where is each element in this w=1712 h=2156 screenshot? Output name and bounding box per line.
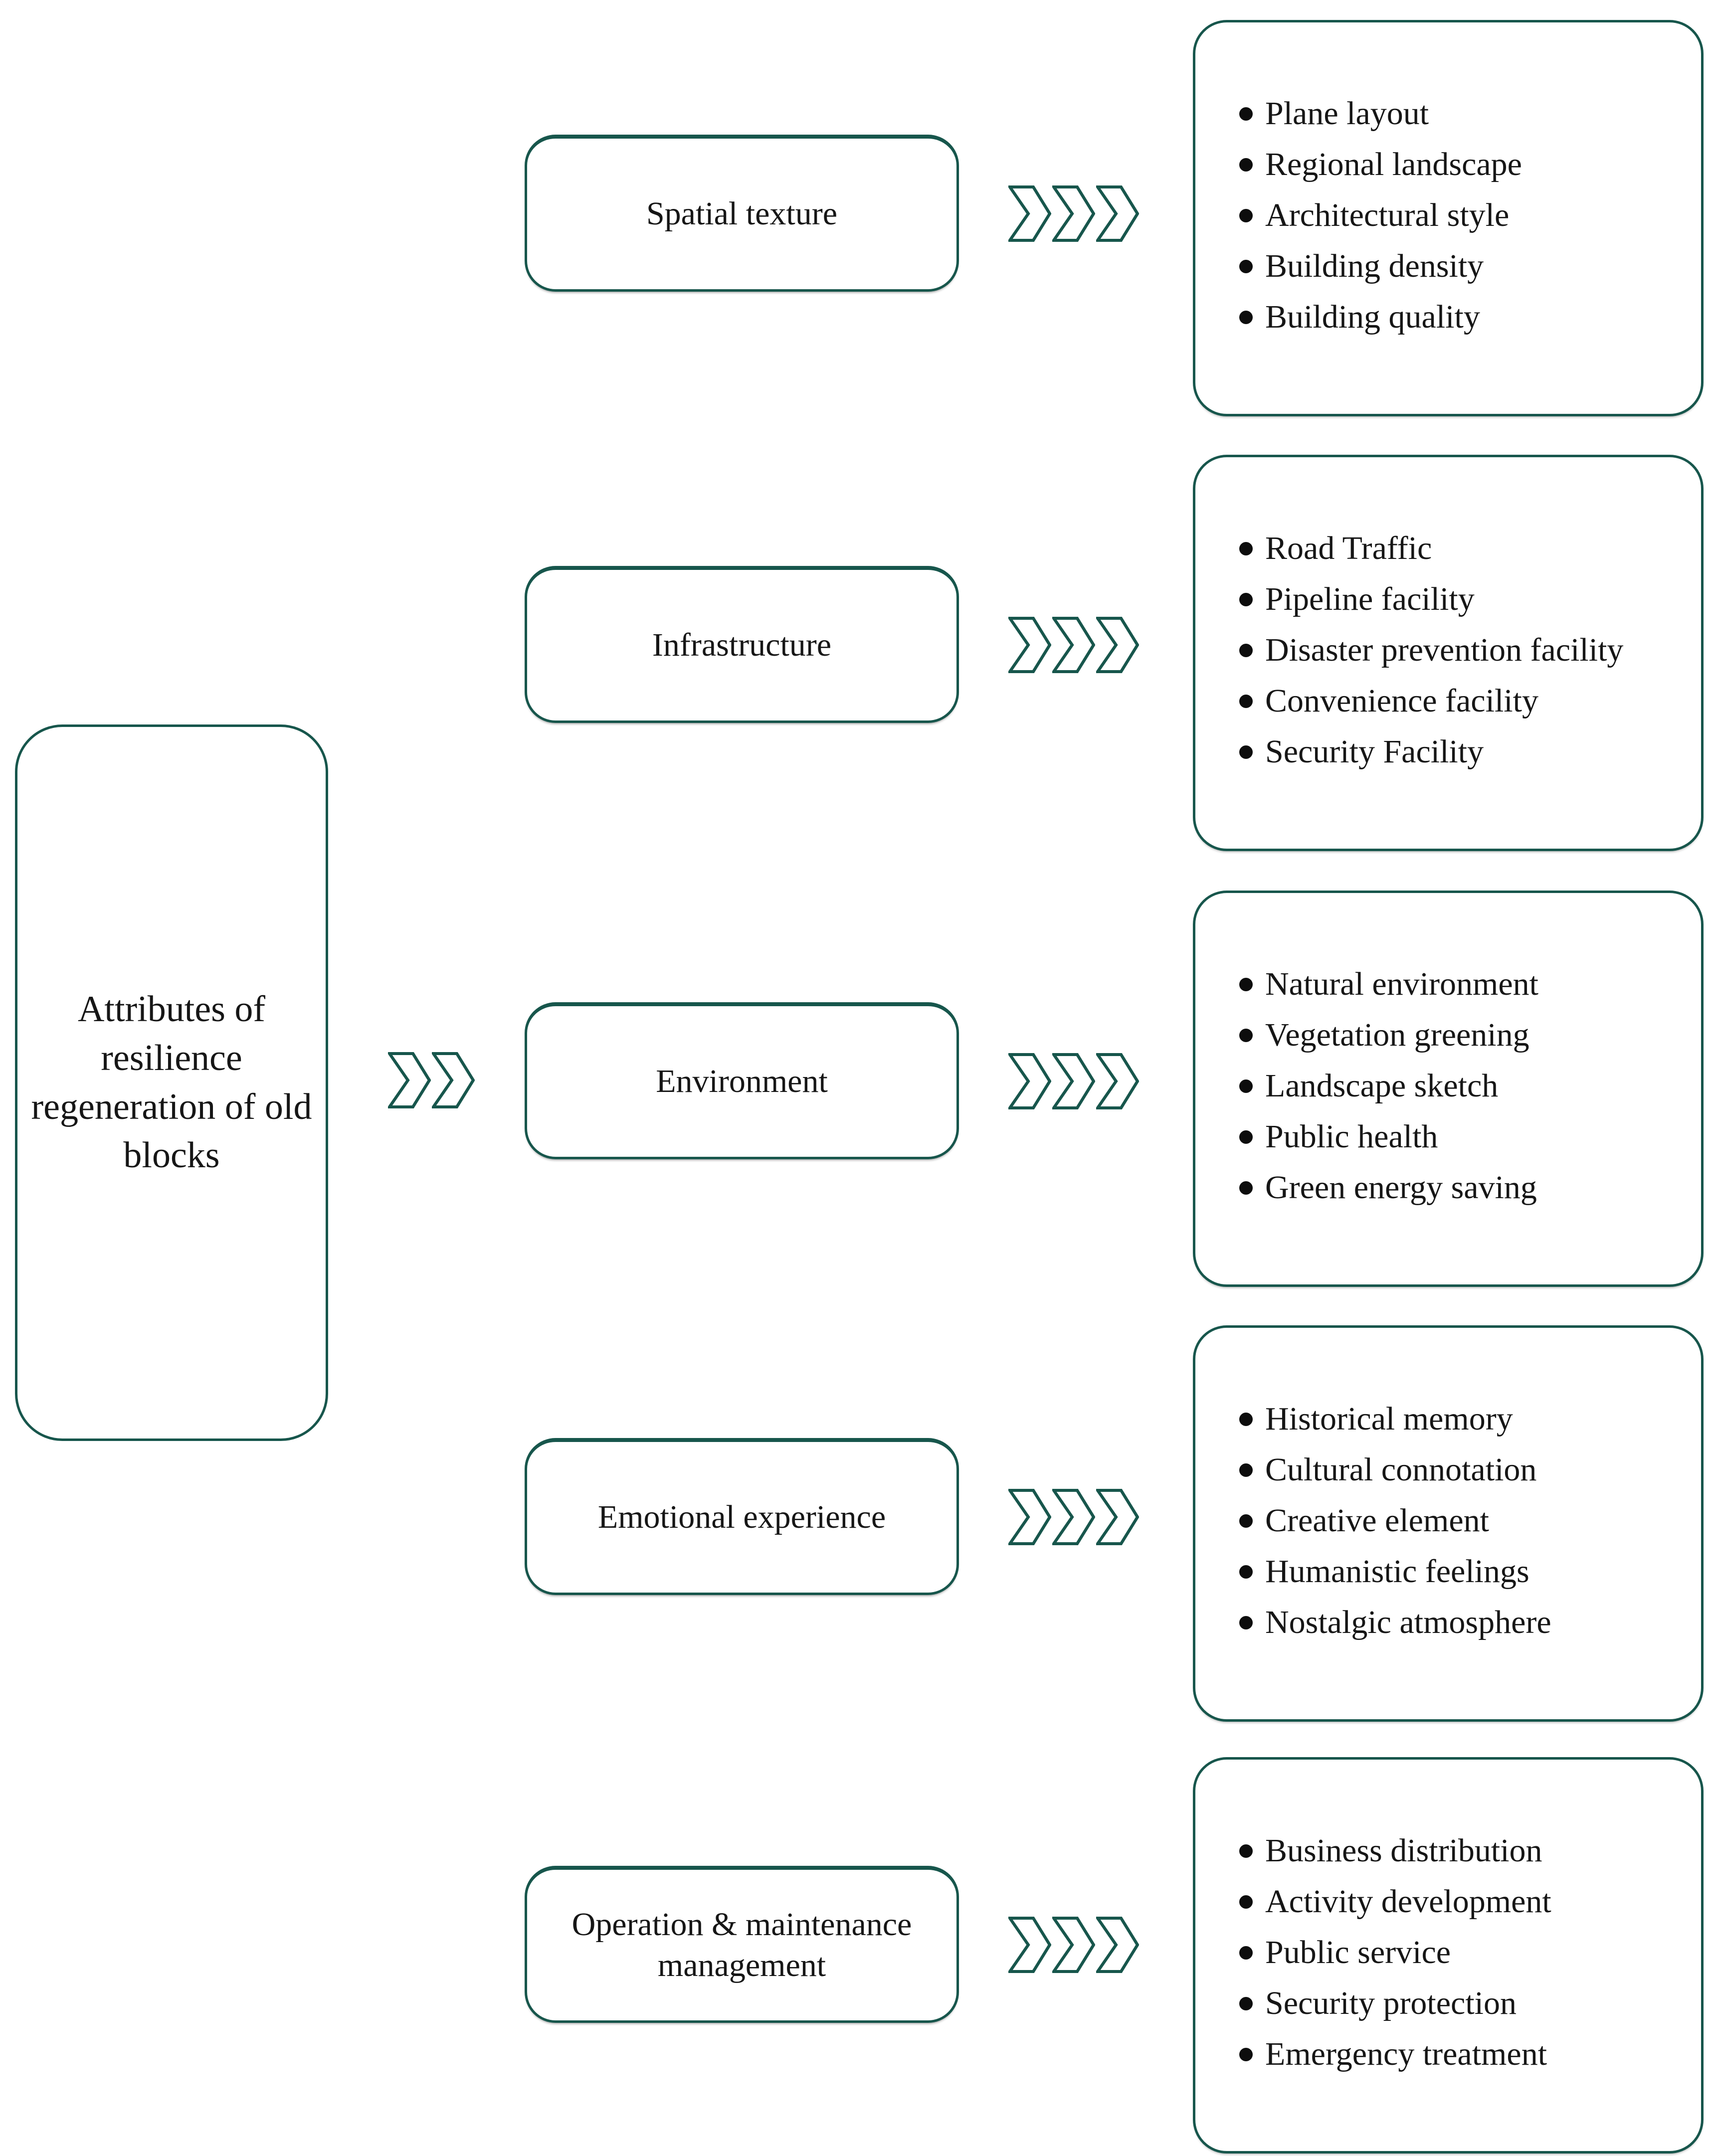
chevron-right-icon <box>1052 1488 1095 1545</box>
bullet-icon <box>1239 592 1253 606</box>
list-item: Plane layout <box>1239 88 1522 139</box>
bullet-icon <box>1239 745 1253 759</box>
chevron-right-icon <box>1096 1916 1139 1973</box>
list-item: Vegetation greening <box>1239 1010 1538 1061</box>
chevron-right-icon <box>1008 1053 1051 1109</box>
chevron-right-icon <box>1052 185 1095 242</box>
category-box-emotional-experience: Emotional experience <box>525 1438 959 1595</box>
category-label: Environment <box>656 1063 828 1099</box>
category-box-environment: Environment <box>525 1002 959 1159</box>
bullet-icon <box>1239 1130 1253 1144</box>
bullet-icon <box>1239 1412 1253 1426</box>
category-label: Emotional experience <box>597 1498 886 1535</box>
bullet-icon <box>1239 1079 1253 1093</box>
bullet-icon <box>1239 1565 1253 1579</box>
list-item: Public service <box>1239 1927 1551 1978</box>
list-item: Road Traffic <box>1239 523 1623 574</box>
list-item: Convenience facility <box>1239 676 1623 726</box>
bullet-icon <box>1239 1946 1253 1960</box>
bullet-icon <box>1239 643 1253 657</box>
list-item: Nostalgic atmosphere <box>1239 1597 1551 1648</box>
bullet-icon <box>1239 259 1253 273</box>
list-item: Historical memory <box>1239 1394 1551 1444</box>
list-item: Architectural style <box>1239 190 1522 241</box>
list-item: Activity development <box>1239 1876 1551 1927</box>
chevron-right-icon <box>1008 616 1051 673</box>
chevron-right-icon <box>1096 1053 1139 1109</box>
bullet-icon <box>1239 541 1253 555</box>
bullet-icon <box>1239 1895 1253 1909</box>
list-item: Landscape sketch <box>1239 1061 1538 1111</box>
bullet-icon <box>1239 1463 1253 1477</box>
category-chevron-group <box>1008 616 1139 673</box>
list-item: Regional landscape <box>1239 139 1522 190</box>
list-item: Green energy saving <box>1239 1162 1538 1213</box>
root-chevron-group <box>388 1052 475 1108</box>
category-box-spatial-texture: Spatial texture <box>525 135 959 292</box>
chevron-right-icon <box>1052 616 1095 673</box>
bullet-icon <box>1239 977 1253 991</box>
category-label: Operation & maintenance management <box>571 1906 912 1984</box>
chevron-right-icon <box>1052 1916 1095 1973</box>
bullet-icon <box>1239 694 1253 708</box>
list-item: Creative element <box>1239 1495 1551 1546</box>
list-item: Security Facility <box>1239 726 1623 777</box>
bullet-icon <box>1239 2047 1253 2061</box>
chevron-right-icon <box>1052 1053 1095 1109</box>
category-chevron-group <box>1008 1488 1139 1545</box>
list-item: Public health <box>1239 1111 1538 1162</box>
root-attributes-title: Attributes of resilience regeneration of… <box>31 989 312 1176</box>
bullet-icon <box>1239 1028 1253 1042</box>
chevron-right-icon <box>1008 1916 1051 1973</box>
list-item: Humanistic feelings <box>1239 1546 1551 1597</box>
category-label: Spatial texture <box>646 195 838 232</box>
list-item: Security protection <box>1239 1978 1551 2029</box>
list-item: Business distribution <box>1239 1825 1551 1876</box>
category-chevron-group <box>1008 1053 1139 1109</box>
chevron-right-icon <box>1008 185 1051 242</box>
chevron-right-icon <box>1008 1488 1051 1545</box>
category-chevron-group <box>1008 1916 1139 1973</box>
category-box-infrastructure: Infrastructure <box>525 566 959 723</box>
list-item: Disaster prevention facility <box>1239 625 1623 676</box>
list-item: Building density <box>1239 241 1522 292</box>
bullet-icon <box>1239 1514 1253 1528</box>
chevron-right-icon <box>1096 185 1139 242</box>
category-box-operation-maintenance-management: Operation & maintenance management <box>525 1866 959 2023</box>
bullet-icon <box>1239 1844 1253 1858</box>
root-attributes-box: Attributes of resilience regeneration of… <box>15 724 328 1441</box>
bullet-icon <box>1239 208 1253 222</box>
bullet-icon <box>1239 310 1253 324</box>
chevron-right-icon <box>1096 1488 1139 1545</box>
chevron-right-icon <box>432 1052 475 1108</box>
list-item: Natural environment <box>1239 959 1538 1010</box>
chevron-right-icon <box>388 1052 431 1108</box>
list-item: Cultural connotation <box>1239 1444 1551 1495</box>
bullet-icon <box>1239 1616 1253 1629</box>
bullet-icon <box>1239 158 1253 172</box>
list-item: Emergency treatment <box>1239 2029 1551 2080</box>
bullet-icon <box>1239 1181 1253 1195</box>
list-item: Building quality <box>1239 292 1522 343</box>
category-label: Infrastructure <box>652 626 832 663</box>
chevron-right-icon <box>1096 616 1139 673</box>
category-chevron-group <box>1008 185 1139 242</box>
bullet-icon <box>1239 107 1253 121</box>
bullet-icon <box>1239 1996 1253 2010</box>
list-item: Pipeline facility <box>1239 574 1623 625</box>
